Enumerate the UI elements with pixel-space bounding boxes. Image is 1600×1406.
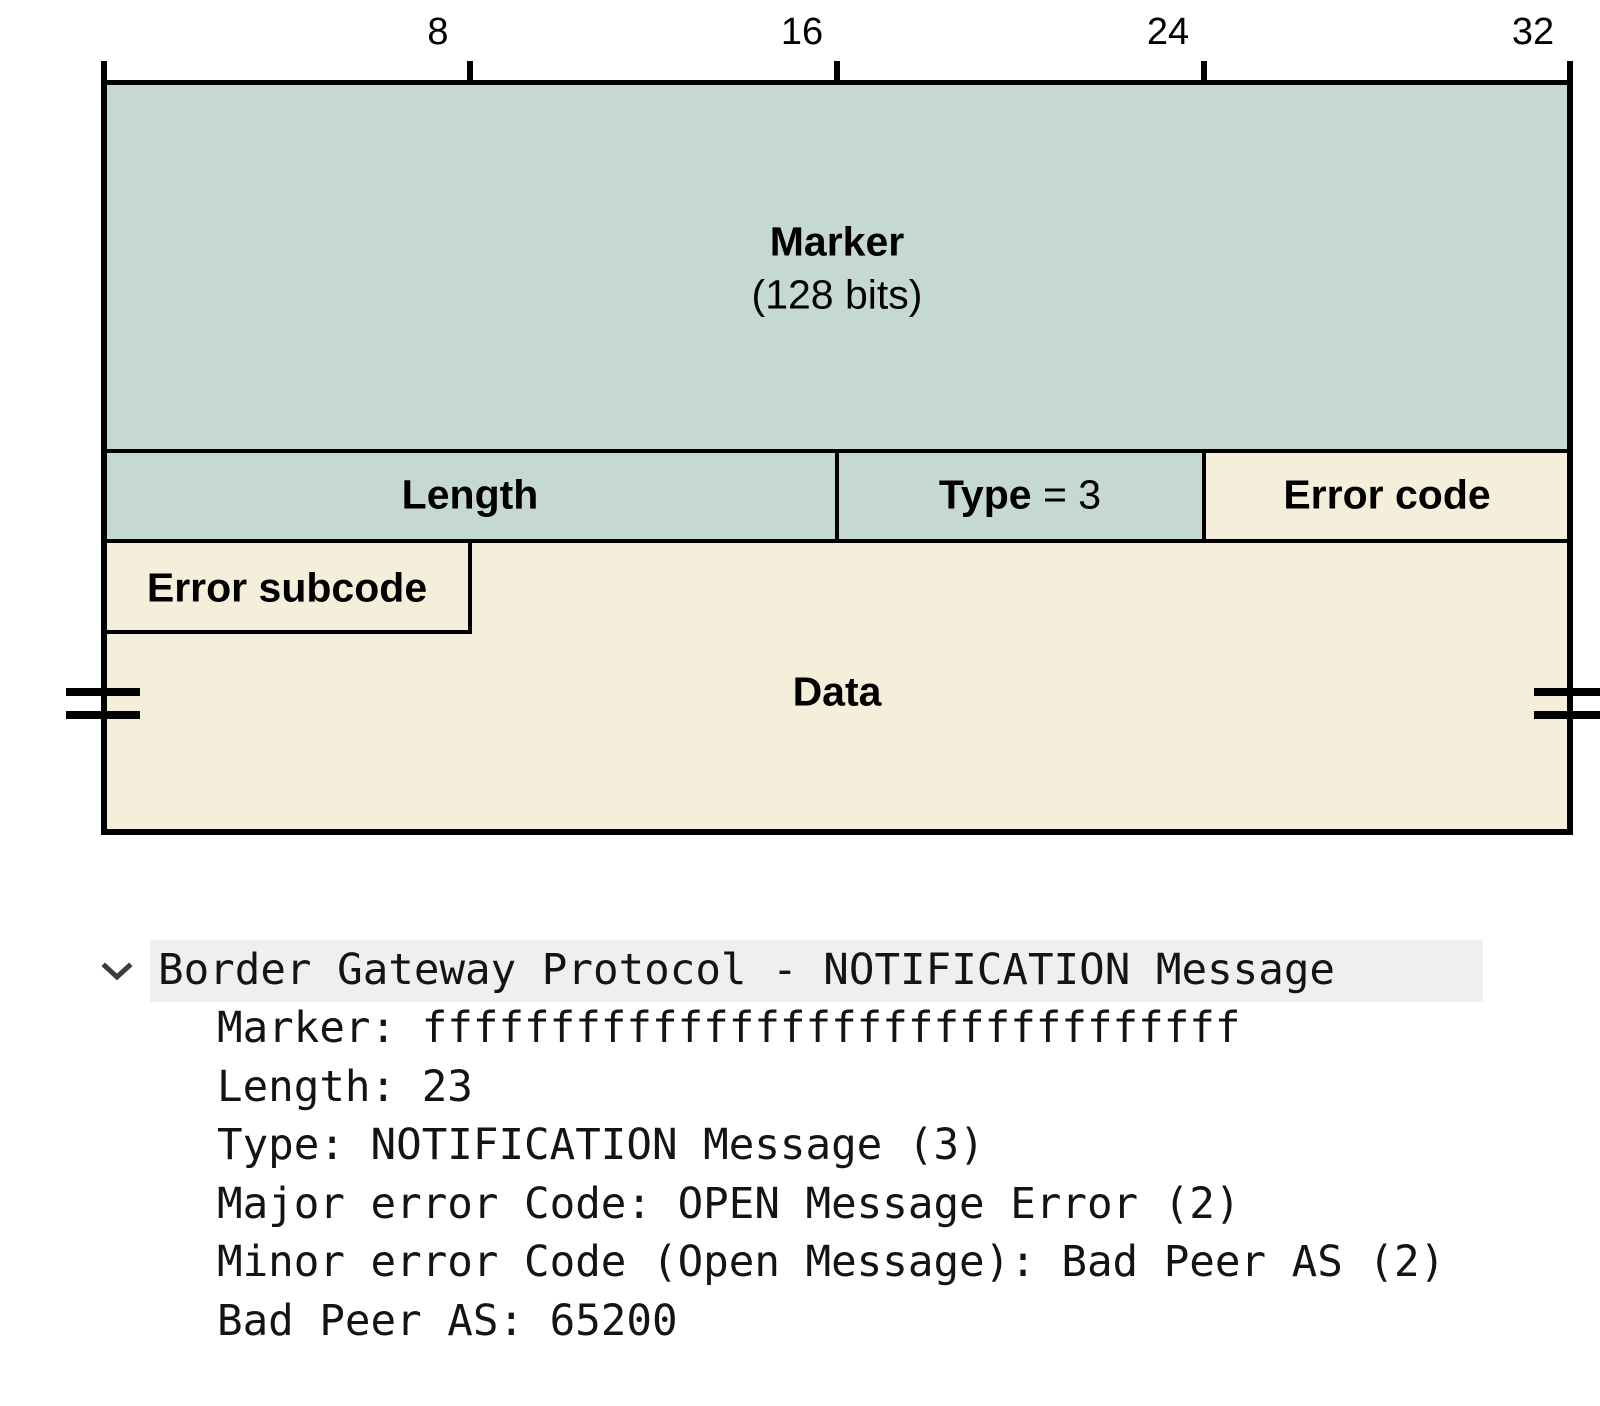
data-field [104, 541, 1570, 832]
length-type-divider [835, 451, 839, 541]
tree-header-row[interactable]: Border Gateway Protocol - NOTIFICATION M… [158, 946, 1336, 995]
left-break-mark [66, 711, 140, 719]
type-field-label: Type = 3 [939, 472, 1101, 519]
tree-line[interactable]: Length: 23 [217, 1062, 473, 1112]
tree-line[interactable]: Type: NOTIFICATION Message (3) [217, 1121, 985, 1171]
error-code-field [1204, 451, 1570, 541]
ruler-label-24: 24 [1146, 11, 1190, 53]
tick-mark [834, 61, 840, 84]
tree-line[interactable]: Major error Code: OPEN Message Error (2) [217, 1179, 1241, 1229]
row2-bottom-divider [104, 539, 1570, 543]
ruler-label-8: 8 [427, 11, 449, 53]
tree-header-highlight [150, 940, 1483, 1002]
tree-line[interactable]: Minor error Code (Open Message): Bad Pee… [217, 1238, 1446, 1288]
box-right-border [1567, 61, 1573, 835]
tick-mark [1201, 61, 1207, 84]
marker-field-label: Marker [769, 218, 905, 265]
tree-line[interactable]: Bad Peer AS: 65200 [217, 1296, 678, 1346]
marker-field-sublabel: (128 bits) [751, 271, 923, 318]
data-field-label: Data [792, 668, 882, 715]
tree-lines-container: Marker: ffffffffffffffffffffffffffffffff… [217, 1000, 1445, 1352]
chevron-down-icon[interactable] [101, 962, 133, 982]
type-field-value: = 3 [1031, 471, 1102, 518]
ruler-label-32: 32 [1511, 11, 1555, 53]
error-code-field-label: Error code [1283, 471, 1491, 518]
tree-line[interactable]: Marker: ffffffffffffffffffffffffffffffff [217, 1004, 1241, 1053]
length-field [104, 451, 837, 541]
ruler-label-16: 16 [780, 11, 824, 53]
right-break-mark [1534, 711, 1600, 719]
tick-mark [467, 61, 473, 84]
type-errorcode-divider [1202, 451, 1206, 541]
box-bottom-border [101, 829, 1573, 835]
error-subcode-right-border [468, 541, 472, 634]
error-subcode-field-label: Error subcode [146, 564, 428, 611]
type-field [837, 451, 1204, 541]
marker-field [104, 83, 1570, 451]
length-field-label: Length [401, 471, 539, 518]
box-left-border [101, 61, 107, 835]
right-break-mark [1534, 688, 1600, 696]
left-break-mark [66, 688, 140, 696]
type-field-name: Type [938, 471, 1032, 518]
error-subcode-bottom-border [104, 630, 472, 634]
